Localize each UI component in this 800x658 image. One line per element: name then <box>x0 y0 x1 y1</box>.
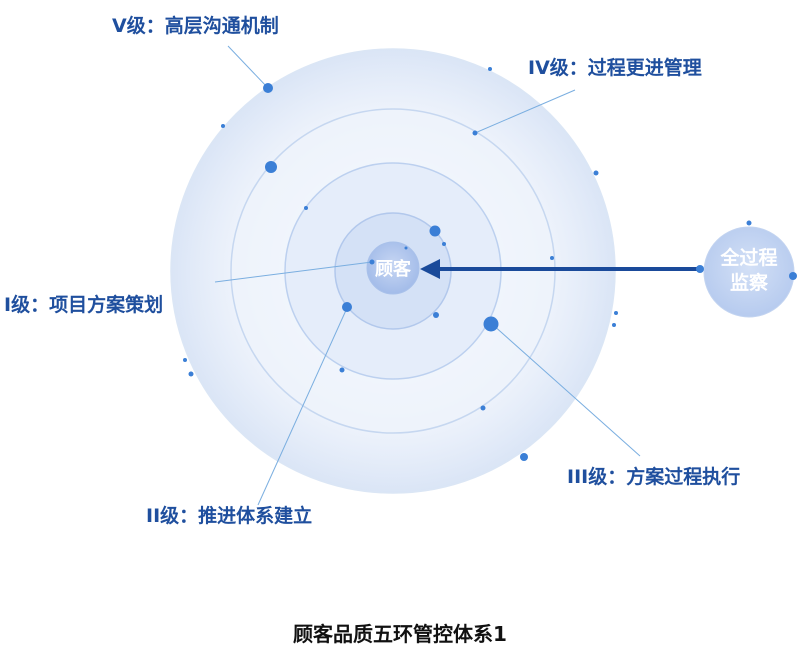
dot <box>746 220 752 226</box>
monitor-circle <box>703 226 795 318</box>
dot <box>263 83 273 93</box>
dot <box>789 272 797 280</box>
level-label-iv: IV级：过程更进管理 <box>528 56 702 79</box>
dot <box>339 367 345 373</box>
dot <box>614 311 618 315</box>
leader-line-ii <box>257 307 348 506</box>
ring-group <box>170 48 616 494</box>
dot <box>183 358 187 362</box>
dot <box>433 312 439 318</box>
leader-line-i <box>214 261 373 283</box>
dot <box>520 453 528 461</box>
dot <box>442 242 446 246</box>
dot <box>342 302 352 312</box>
monitor-label-line1: 全过程 <box>719 246 777 269</box>
leader-lines <box>214 45 641 506</box>
center-core <box>366 241 420 295</box>
dot <box>221 124 225 128</box>
dot <box>488 67 492 71</box>
ring-dots <box>183 67 618 461</box>
monitor-label-line2: 监察 <box>730 271 769 294</box>
dot <box>404 246 408 250</box>
figure-caption: 顾客品质五环管控体系1 <box>293 622 507 646</box>
dot <box>612 323 616 327</box>
dot <box>480 405 486 411</box>
dot <box>550 256 554 260</box>
leader-line-v <box>227 45 269 89</box>
dot <box>472 130 478 136</box>
leader-line-iv <box>474 89 576 134</box>
dot <box>696 265 704 273</box>
level-label-i: I级：项目方案策划 <box>4 293 163 316</box>
level-label-ii: II级：推进体系建立 <box>146 504 312 527</box>
center-label: 顾客 <box>375 258 412 280</box>
dot <box>265 161 277 173</box>
dot <box>369 259 375 265</box>
leader-line-iii <box>491 323 641 457</box>
dot <box>188 371 194 377</box>
dot <box>304 206 308 210</box>
dot <box>483 316 499 332</box>
dot <box>593 170 599 176</box>
level-label-v: V级：高层沟通机制 <box>112 14 279 37</box>
level-label-iii: III级：方案过程执行 <box>567 465 740 488</box>
dot <box>429 225 441 237</box>
